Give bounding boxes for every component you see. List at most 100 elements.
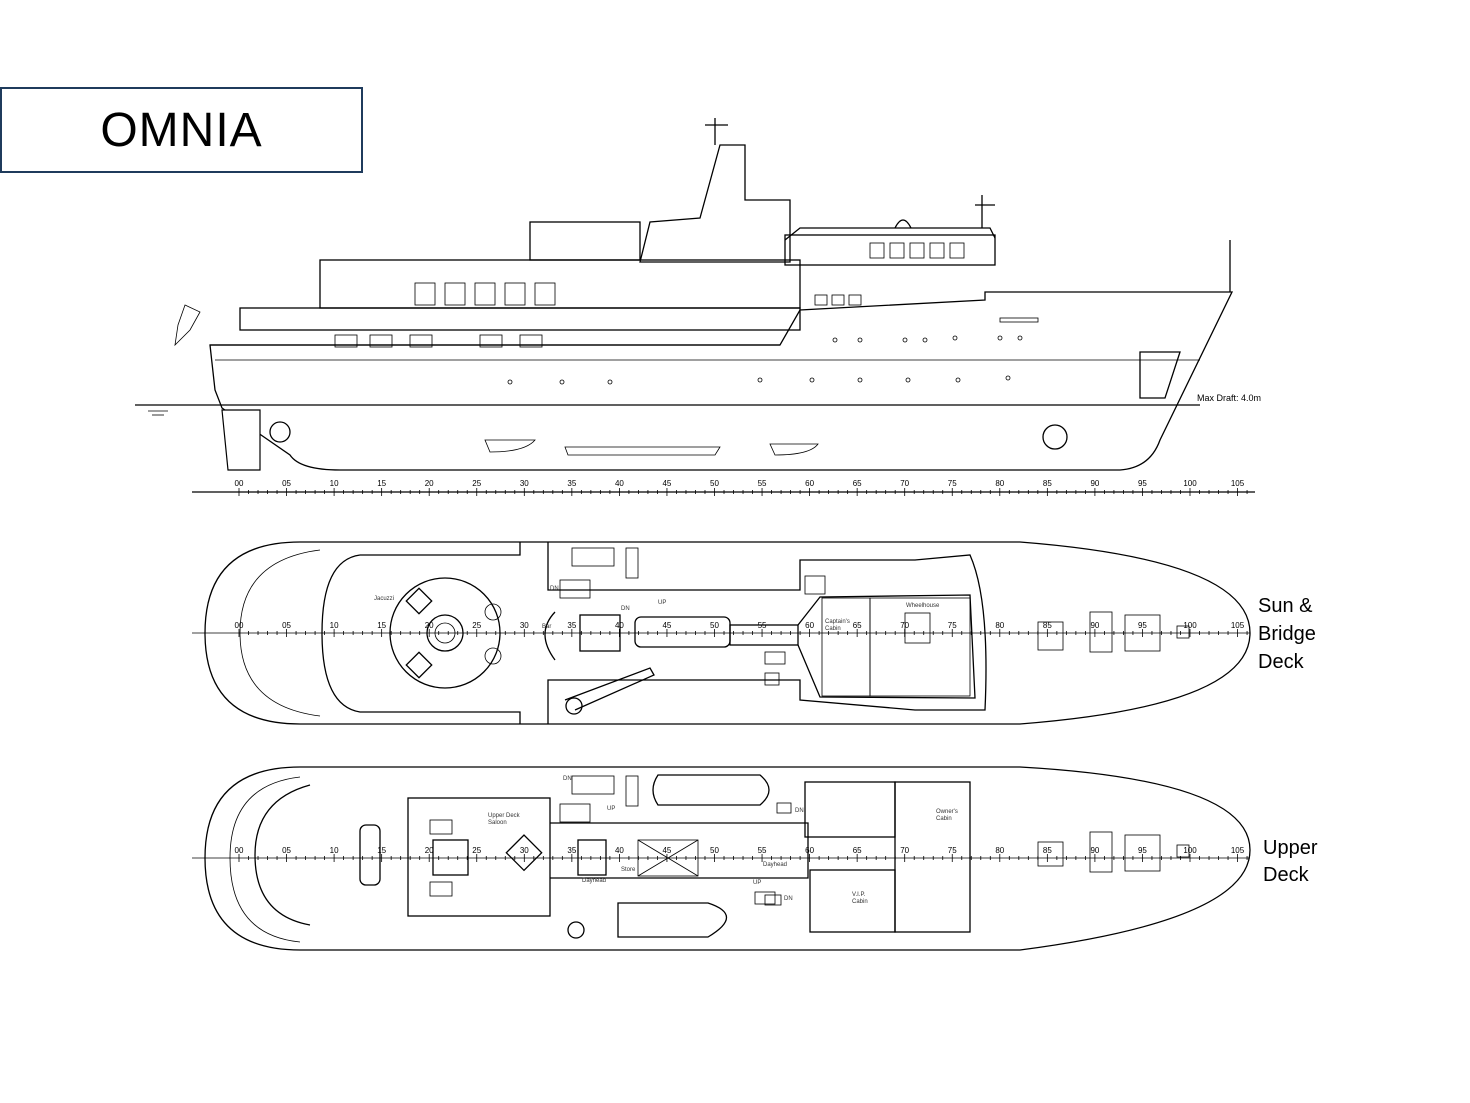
- bow-thruster: [1042, 424, 1068, 450]
- scale-label: 20: [425, 479, 434, 488]
- scale-label: 95: [1138, 846, 1147, 855]
- captains-cabin-label-2: Cabin: [825, 626, 841, 632]
- scale-label: 85: [1043, 846, 1052, 855]
- scale-label: 100: [1183, 846, 1197, 855]
- deck-label: Bridge: [1258, 623, 1316, 645]
- scale-label: 90: [1090, 846, 1099, 855]
- scale-label: 45: [662, 846, 671, 855]
- scale-label: 95: [1138, 621, 1147, 630]
- scale-label: 60: [805, 846, 814, 855]
- scale-label: 60: [805, 621, 814, 630]
- scale-label: 85: [1043, 621, 1052, 630]
- scale-label: 75: [948, 621, 957, 630]
- bar-counter: [544, 611, 556, 661]
- wheelhouse-label: Wheelhouse: [906, 603, 940, 609]
- scale-label: 15: [377, 479, 386, 488]
- scale-label: 30: [520, 621, 529, 630]
- saloon-label-2: Saloon: [488, 820, 507, 826]
- owners-cabin: [894, 781, 971, 933]
- flag-icon: [174, 304, 201, 347]
- deck-label: Sun &: [1258, 595, 1313, 617]
- captains-cabin: [821, 597, 871, 697]
- scale-label: 95: [1138, 479, 1147, 488]
- stair: [577, 839, 607, 876]
- scale-label: 45: [662, 621, 671, 630]
- scale-label: 105: [1231, 479, 1245, 488]
- portholes: [507, 335, 1023, 385]
- stair-dn-label: DN: [563, 776, 572, 782]
- scale-label: 00: [235, 621, 244, 630]
- scale-label: 65: [853, 479, 862, 488]
- scale-label: 75: [948, 479, 957, 488]
- bar-label: Bar: [542, 624, 551, 630]
- scale-label: 15: [377, 621, 386, 630]
- scale-label: 55: [758, 479, 767, 488]
- scale-label: 30: [520, 846, 529, 855]
- scale-label: 80: [995, 621, 1004, 630]
- scale-label: 70: [900, 479, 909, 488]
- mast-house: [639, 144, 791, 263]
- stair-dn-label: DN: [550, 586, 559, 592]
- scale-label: 05: [282, 846, 291, 855]
- main-deck-house: [239, 307, 801, 331]
- scale-label: 35: [567, 479, 576, 488]
- scale-label: 10: [330, 621, 339, 630]
- foredeck-windlass: [1037, 611, 1190, 653]
- deck-label: Deck: [1263, 864, 1310, 886]
- hull-outline: [209, 291, 1234, 471]
- scale-label: 75: [948, 846, 957, 855]
- scale-label: 80: [995, 846, 1004, 855]
- hull-outline: [204, 541, 1251, 725]
- scale-label: 100: [1183, 621, 1197, 630]
- scale-label: 25: [472, 846, 481, 855]
- scale-label: 05: [282, 479, 291, 488]
- dayhead-small-label: Dayhead: [582, 878, 606, 884]
- scale-label: 30: [520, 479, 529, 488]
- scale-label: 105: [1231, 621, 1245, 630]
- scale-label: 50: [710, 846, 719, 855]
- bridge-house: [784, 234, 996, 266]
- crane: [564, 667, 655, 711]
- scale-label: 35: [567, 621, 576, 630]
- scale-label: 70: [900, 621, 909, 630]
- stair-up-label: UP: [753, 880, 761, 886]
- scale-label: 25: [472, 479, 481, 488]
- scale-label: 50: [710, 621, 719, 630]
- scale-label: 40: [615, 846, 624, 855]
- wheelhouse: [869, 597, 971, 697]
- scale-label: 00: [235, 846, 244, 855]
- stair-up-label: UP: [607, 806, 615, 812]
- scale-label: 55: [758, 621, 767, 630]
- stair-dn-label: DN: [795, 808, 804, 814]
- jacuzzi-label: Jacuzzi: [374, 596, 394, 602]
- title-box: OMNIA: [0, 87, 363, 173]
- tender: [617, 902, 727, 938]
- upper-deck-saloon: [407, 797, 551, 917]
- scale-label: 10: [330, 479, 339, 488]
- scale-label: 80: [995, 479, 1004, 488]
- propeller: [269, 421, 291, 443]
- rudder: [221, 409, 261, 471]
- stair-up-label: UP: [658, 600, 666, 606]
- scale-label: 20: [425, 621, 434, 630]
- store-label: Store: [621, 867, 636, 873]
- deck-label: Deck: [1258, 651, 1305, 673]
- scale-label: 25: [472, 621, 481, 630]
- scale-label: 35: [567, 846, 576, 855]
- scale-label: 65: [853, 621, 862, 630]
- vip-cabin-label-2: Cabin: [852, 899, 868, 905]
- hull-outline: [204, 766, 1251, 951]
- scale-label: 15: [377, 846, 386, 855]
- foredeck-windlass: [1037, 831, 1190, 873]
- owners-cabin-label: Owner's: [936, 809, 958, 815]
- vessel-name: OMNIA: [100, 103, 263, 157]
- tender: [652, 774, 770, 806]
- stair-dn-label: DN: [784, 896, 793, 902]
- scale-label: 00: [235, 479, 244, 488]
- stair-dn-label: DN: [621, 606, 630, 612]
- scale-label: 05: [282, 621, 291, 630]
- saloon-label: Upper Deck: [488, 813, 521, 819]
